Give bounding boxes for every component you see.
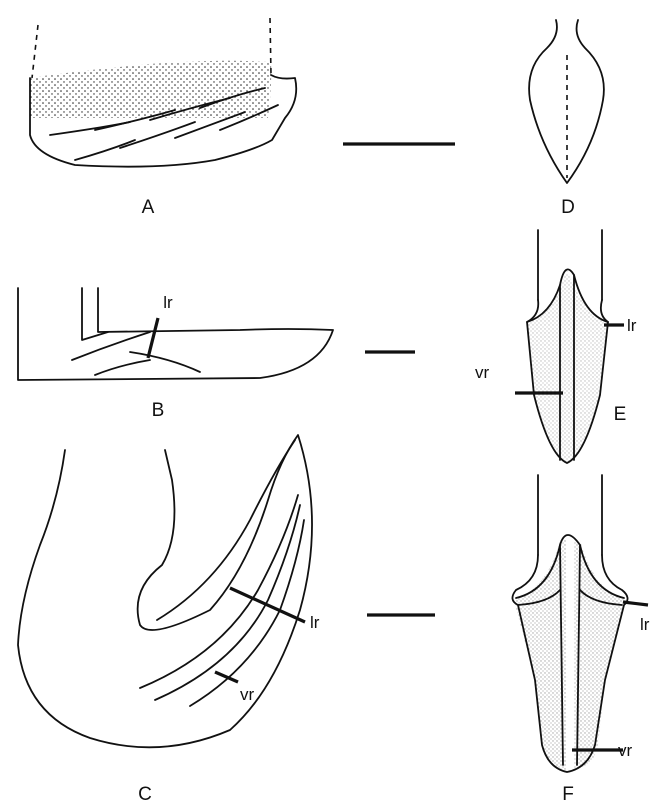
annotation-lr-f: lr: [640, 615, 650, 634]
panel-f-drawing: [512, 475, 627, 772]
panel-a-drawing: [30, 18, 296, 167]
lr-pointer-c: [230, 588, 305, 622]
lr-pointer-f: [623, 602, 648, 605]
annotation-vr-c: vr: [240, 685, 255, 704]
panel-label-d: D: [561, 197, 575, 218]
panel-e-drawing: [527, 230, 608, 463]
panel-label-b: B: [152, 400, 165, 421]
annotation-lr-b: lr: [163, 293, 173, 312]
panel-label-e: E: [614, 404, 627, 425]
panel-label-f: F: [562, 784, 574, 805]
panel-b-drawing: [18, 288, 333, 380]
panel-label-c: C: [138, 784, 152, 805]
annotation-lr-e: lr: [627, 316, 637, 335]
annotation-lr-c: lr: [310, 613, 320, 632]
panel-label-a: A: [142, 197, 155, 218]
annotation-vr-f: vr: [618, 741, 633, 760]
annotation-vr-e: vr: [475, 363, 490, 382]
panel-c-drawing: [18, 435, 312, 747]
lr-pointer-b: [148, 318, 158, 358]
panel-d-drawing: [529, 20, 604, 183]
